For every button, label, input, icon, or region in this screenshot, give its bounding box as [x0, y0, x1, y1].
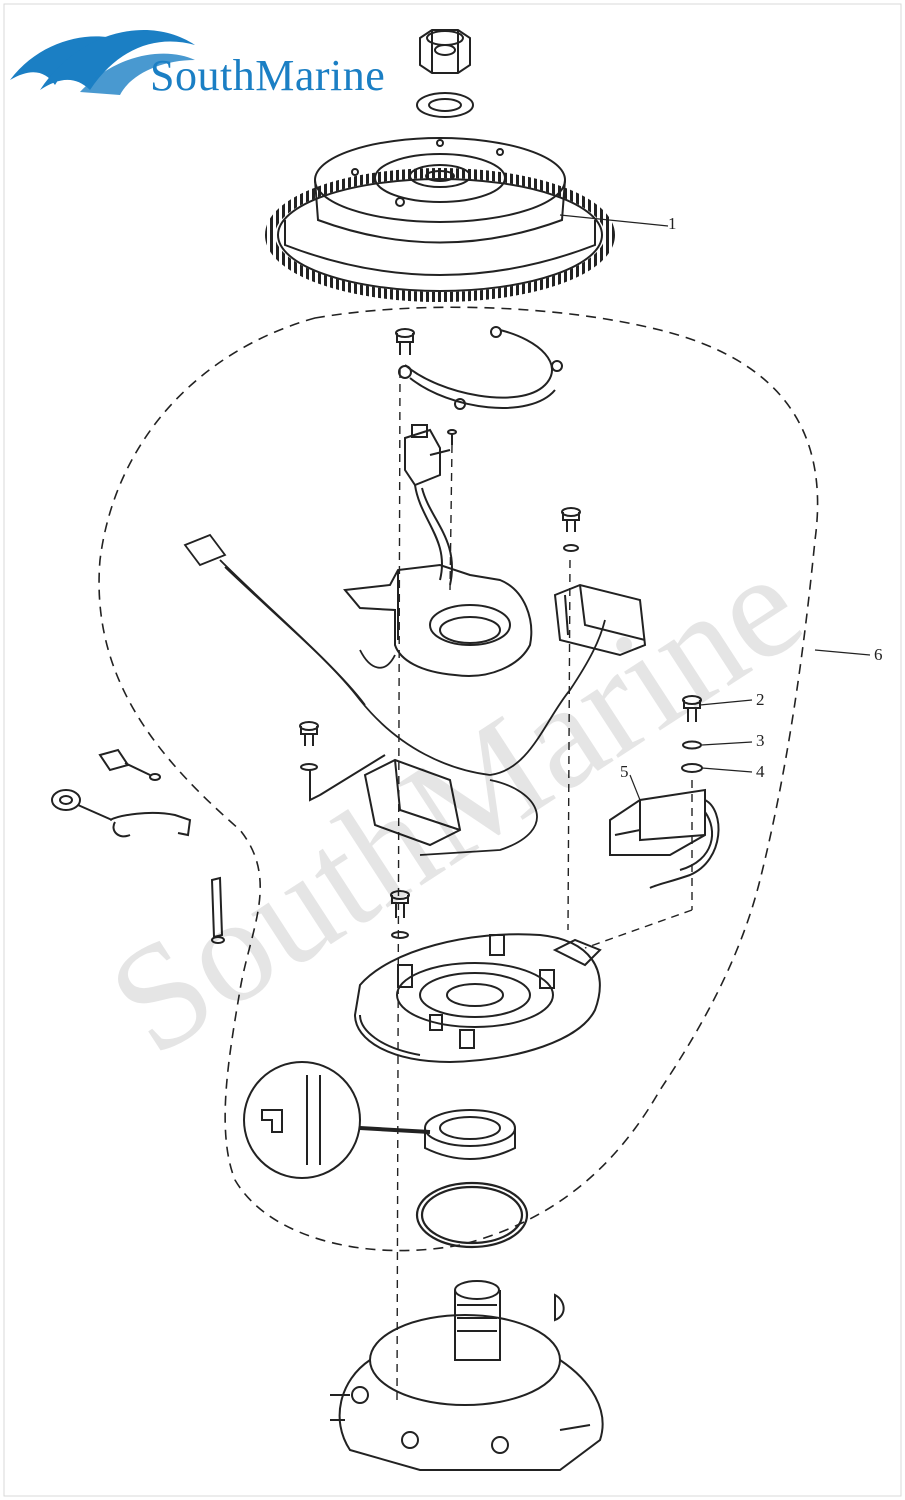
- washer-top: [416, 92, 474, 118]
- detail-inset: [243, 1061, 431, 1179]
- washer-3: [682, 740, 702, 750]
- o-ring: [415, 1181, 529, 1249]
- coil-upper: [553, 507, 647, 657]
- nut: [419, 29, 471, 74]
- assembly-outline: [98, 306, 819, 1252]
- coil-lower-left: [299, 721, 462, 847]
- charge-coil-housing: [343, 563, 533, 677]
- pulser-coil: [404, 424, 457, 586]
- screw: [395, 328, 415, 355]
- screw-2: [682, 695, 702, 722]
- washer-4: [681, 763, 703, 773]
- callout-2: 2: [756, 690, 765, 709]
- ignition-coil: [609, 788, 720, 889]
- callout-6: 6: [874, 645, 883, 664]
- callout-1: 1: [668, 214, 677, 233]
- wire-harness: [183, 533, 606, 856]
- stator-plate: [353, 890, 602, 1064]
- brand-name: SouthMarine: [150, 51, 386, 100]
- throttle-link: [51, 748, 225, 944]
- crankcase: [330, 1280, 604, 1471]
- callout-3: 3: [756, 731, 765, 750]
- retainer-clip: [398, 326, 563, 410]
- wave-logo-icon: [10, 30, 195, 95]
- flywheel: [265, 137, 615, 302]
- callout-5: 5: [620, 762, 629, 781]
- callout-4: 4: [756, 762, 765, 781]
- oil-seal: [424, 1109, 516, 1160]
